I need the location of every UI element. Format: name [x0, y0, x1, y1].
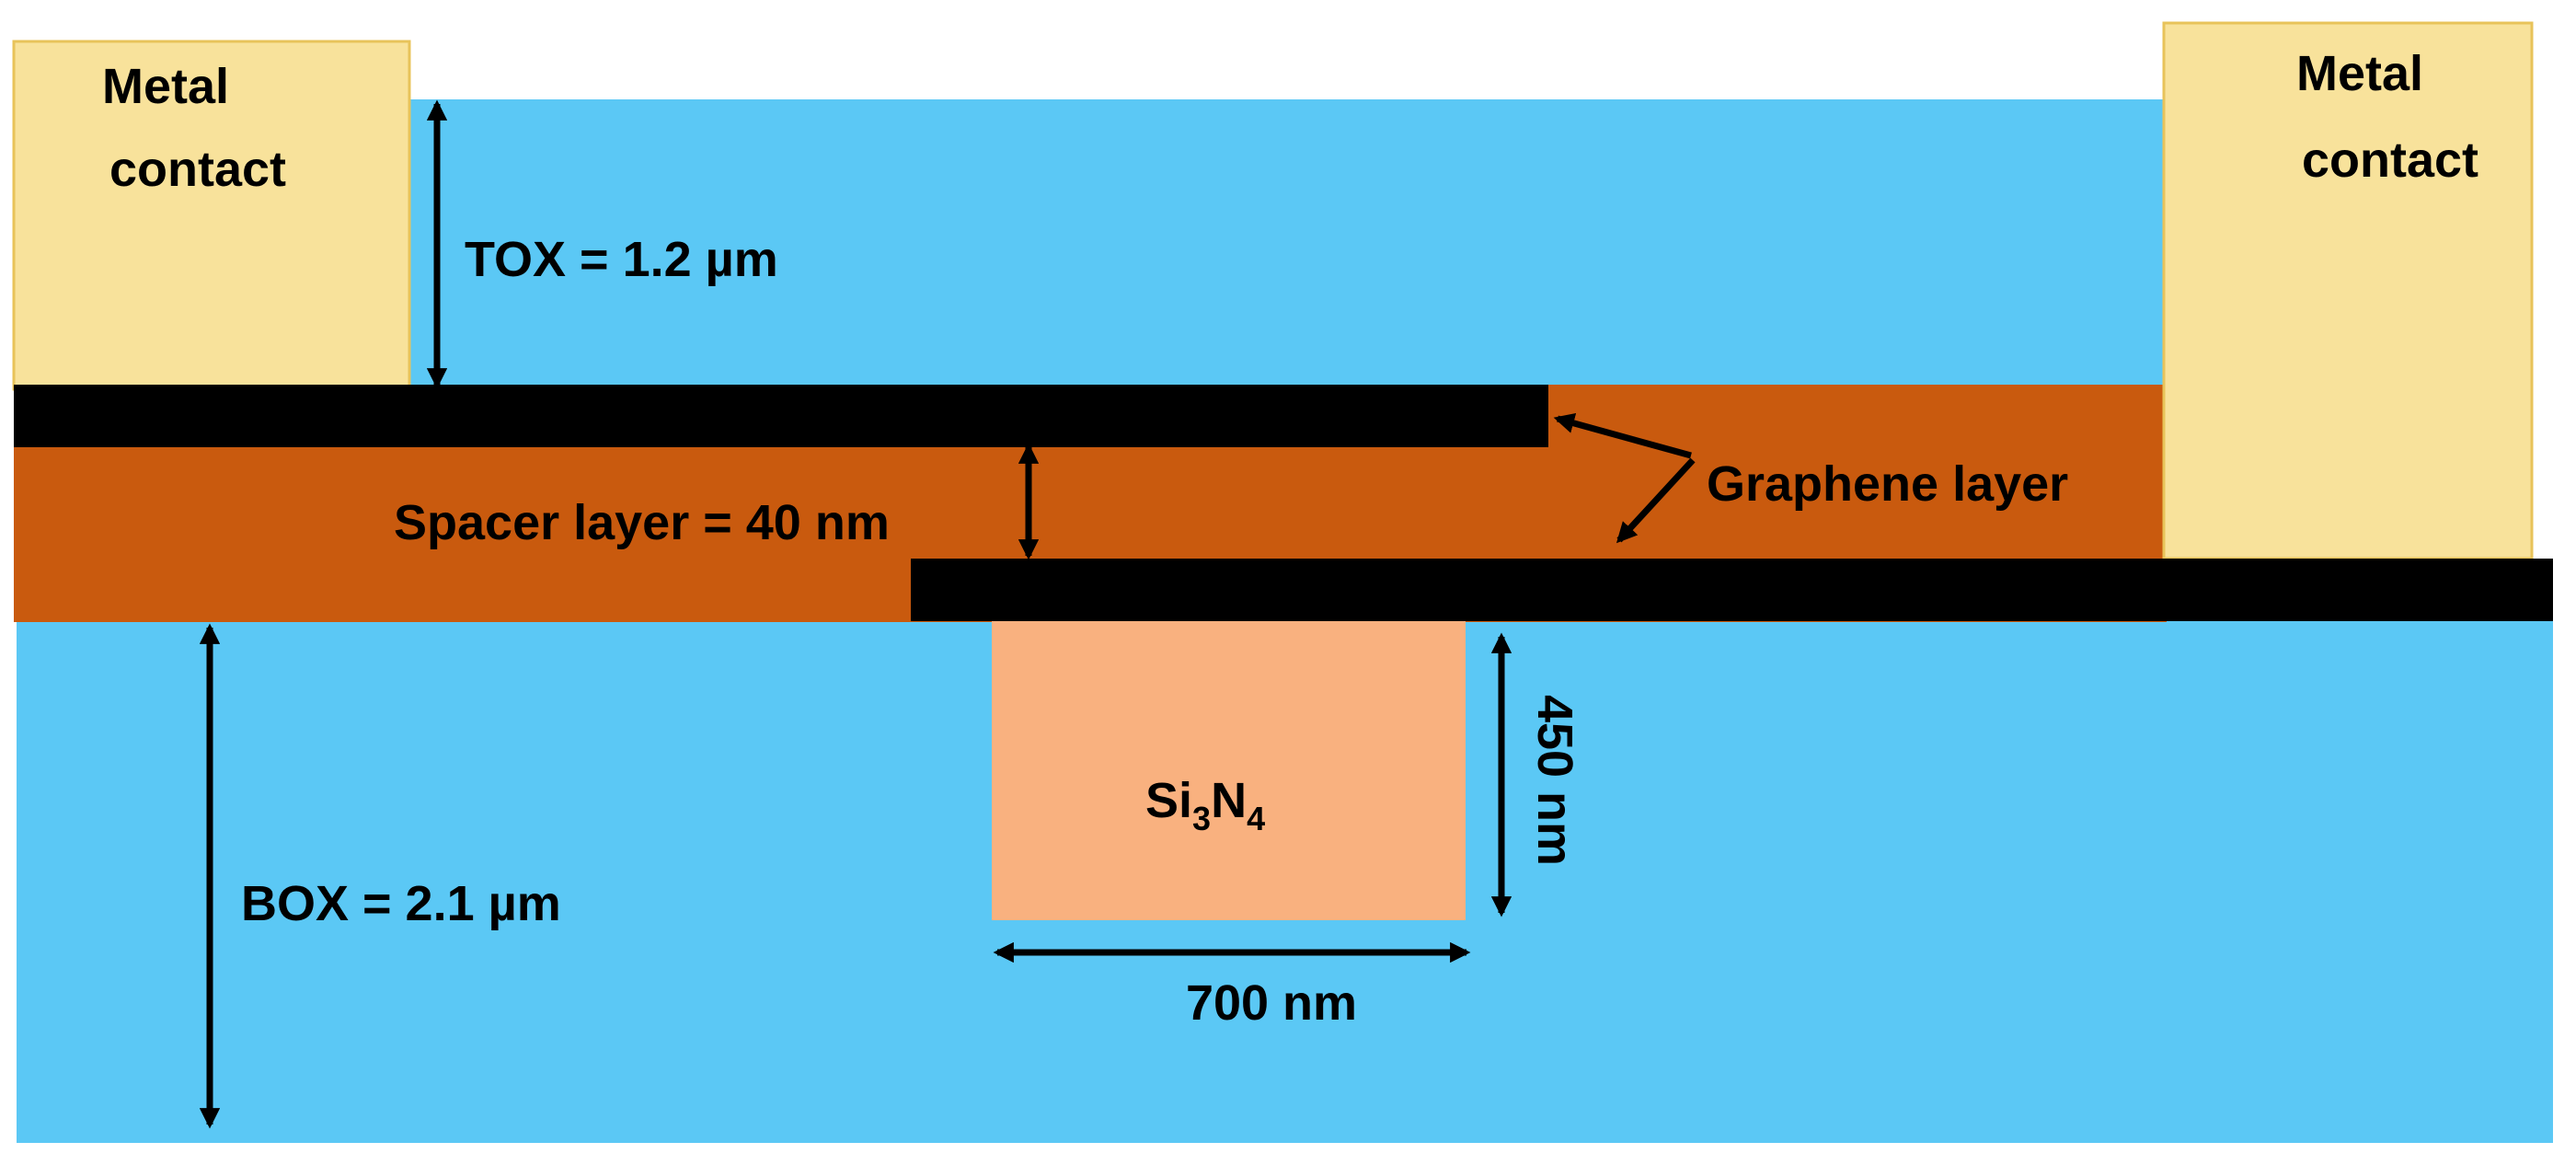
metal-contact-right [2162, 21, 2534, 560]
width-dimension-label: 700 nm [1186, 975, 1357, 1031]
graphene-layer-label: Graphene layer [1707, 456, 2068, 512]
box-label: BOX = 2.1 µm [241, 876, 561, 931]
graphene-pointer-arrow-bottom [1616, 457, 1696, 544]
height-dimension-label: 450 nm [1527, 695, 1582, 866]
metal-contact-right-label-line1: Metal [2296, 46, 2423, 101]
si3n4-label-n: N [1211, 773, 1247, 828]
tox-label: TOX = 1.2 µm [465, 232, 778, 287]
si3n4-label-si: Si [1145, 773, 1192, 828]
graphene-layer-bottom [911, 559, 2553, 621]
spacer-layer-label: Spacer layer = 40 nm [394, 495, 890, 550]
si3n4-label-sub4: 4 [1247, 800, 1265, 837]
metal-contact-left-label-line1: Metal [102, 59, 229, 114]
graphene-layer-top [14, 385, 1548, 447]
si3n4-label-sub3: 3 [1192, 800, 1211, 837]
metal-contact-left [12, 40, 411, 391]
graphene-pointer-arrow-top [1553, 412, 1692, 459]
metal-contact-right-label-line2: contact [2302, 133, 2478, 188]
si3n4-waveguide [992, 621, 1466, 920]
top-oxide-tox [405, 99, 2164, 389]
si3n4-label: Si3N4 [1145, 773, 1265, 837]
metal-contact-left-label-line2: contact [109, 142, 286, 197]
